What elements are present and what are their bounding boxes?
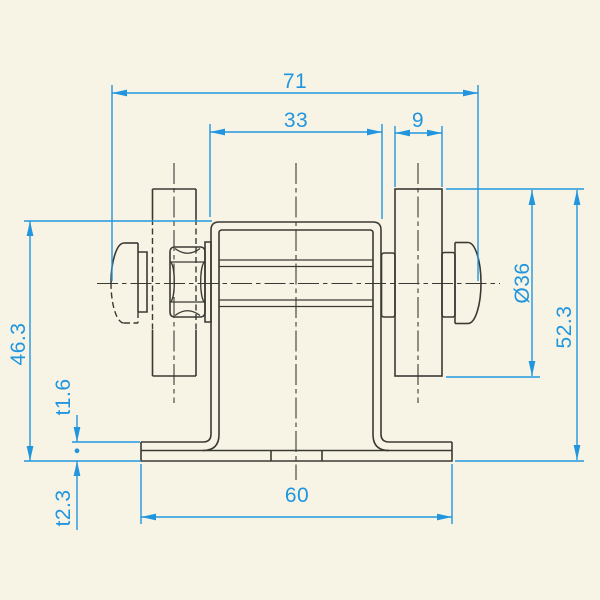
axle-thread-lines bbox=[219, 259, 373, 308]
dim-base-width-label: 60 bbox=[285, 484, 309, 507]
nut-outline bbox=[169, 246, 206, 318]
dim-overall-width-label: 71 bbox=[283, 70, 307, 93]
right-cap-outline bbox=[454, 241, 482, 325]
bracket-outline bbox=[141, 221, 452, 452]
dimension-lines bbox=[29, 92, 578, 518]
left-washer-outline bbox=[204, 241, 212, 323]
dim-wheel-diameter-label: Ø36 bbox=[511, 262, 534, 303]
extension-lines bbox=[24, 85, 584, 530]
dim-wheel-width-label: 9 bbox=[412, 109, 424, 132]
left-cap-outline bbox=[110, 242, 148, 313]
dim-bracket-height-label: 46.3 bbox=[7, 323, 30, 366]
dimension-arrowheads bbox=[26, 89, 581, 521]
dim-bracket-width-label: 33 bbox=[284, 109, 308, 132]
dimension-labels: 71 33 9 Ø36 52.3 46.3 t1.6 t2.3 60 bbox=[7, 70, 576, 527]
left-wheel-outline bbox=[151, 188, 197, 377]
dimension-dot bbox=[74, 448, 80, 454]
dim-bracket-thickness-label: t1.6 bbox=[52, 378, 75, 415]
hidden-lines bbox=[110, 219, 197, 330]
base-plate-outline bbox=[140, 442, 453, 462]
dim-overall-height-label: 52.3 bbox=[553, 306, 576, 349]
dim-base-thickness-label: t2.3 bbox=[52, 489, 75, 526]
